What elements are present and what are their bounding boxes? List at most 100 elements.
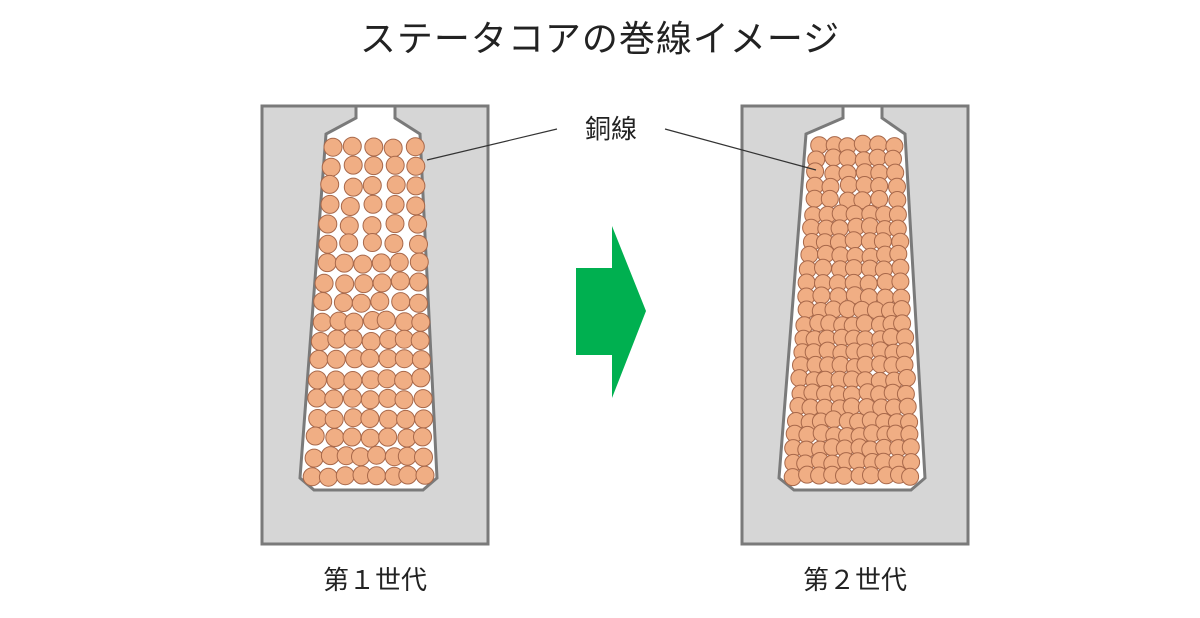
copper-wire [335, 466, 355, 486]
copper-wire [302, 467, 322, 487]
copper-wire [343, 329, 363, 349]
copper-wire [397, 446, 417, 466]
copper-wire [855, 314, 874, 333]
copper-wire [378, 388, 398, 408]
copper-wire [360, 409, 380, 428]
copper-wire [367, 466, 386, 486]
copper-wire [339, 216, 359, 236]
caption-gen1: 第１世代 [323, 566, 427, 596]
copper-wire [371, 253, 391, 273]
copper-wire [838, 149, 857, 168]
copper-wire [308, 409, 328, 428]
copper-wire [362, 233, 382, 252]
copper-wire [396, 409, 416, 429]
copper-wire [364, 137, 384, 157]
wire-label: 銅線 [585, 115, 637, 145]
copper-wire [409, 252, 429, 272]
copper-wire [354, 274, 374, 294]
copper-wire [394, 370, 414, 390]
copper-wire [385, 155, 405, 175]
copper-wire [372, 273, 392, 293]
copper-wire [309, 349, 329, 369]
copper-wire [410, 331, 430, 350]
copper-wire [320, 446, 340, 466]
copper-wire [406, 156, 426, 176]
copper-wire [342, 136, 362, 156]
copper-wire [342, 427, 362, 447]
copper-wire [320, 174, 340, 194]
copper-wire [317, 253, 337, 273]
copper-wire [389, 252, 409, 272]
copper-wire [390, 271, 410, 291]
copper-wire [376, 310, 396, 330]
copper-wire [409, 293, 428, 313]
copper-wire [314, 273, 334, 293]
copper-wire [891, 272, 910, 291]
copper-wire [790, 369, 809, 388]
copper-wire [367, 445, 387, 465]
copper-wire [835, 466, 853, 485]
copper-wire [312, 312, 332, 332]
copper-wire [853, 134, 872, 153]
copper-wire [844, 231, 863, 250]
copper-wire [414, 447, 433, 467]
copper-wire [304, 448, 324, 468]
copper-wire [361, 332, 381, 351]
copper-wire [861, 217, 879, 236]
copper-wire [394, 349, 414, 369]
copper-wire [333, 293, 353, 312]
copper-wire [839, 175, 858, 194]
copper-wire [386, 175, 406, 195]
copper-wire [385, 195, 405, 214]
copper-wire [398, 465, 418, 485]
copper-wire [413, 427, 432, 447]
copper-wire [391, 292, 411, 312]
copper-wire [360, 428, 380, 448]
copper-wire [411, 368, 431, 388]
panel-gen2 [740, 104, 970, 546]
copper-wire [326, 349, 346, 369]
copper-wire [343, 155, 363, 175]
copper-wire [364, 156, 384, 176]
copper-wire [325, 428, 345, 447]
copper-wire [406, 176, 426, 196]
copper-wire [868, 148, 887, 167]
wire-label-leader-gen2 [664, 128, 817, 171]
copper-wire [414, 409, 434, 429]
copper-wire [343, 177, 363, 197]
copper-wire [394, 329, 414, 349]
copper-wire [351, 447, 370, 467]
copper-wire [409, 234, 428, 254]
copper-wire [805, 189, 824, 208]
copper-wire [408, 214, 428, 234]
copper-wire [324, 389, 344, 409]
copper-wire [363, 194, 383, 214]
copper-wire [862, 466, 880, 485]
copper-wire [897, 369, 916, 387]
copper-wire [353, 254, 373, 274]
copper-wire [395, 312, 415, 332]
copper-wire [307, 370, 327, 390]
copper-wire [318, 467, 338, 487]
copper-wire [360, 348, 380, 368]
copper-wire [378, 427, 398, 447]
copper-wire [339, 233, 359, 253]
copper-wire [409, 272, 429, 292]
copper-wire [384, 234, 404, 253]
copper-wire [326, 370, 346, 390]
copper-wire [820, 189, 839, 208]
copper-wire [812, 286, 831, 305]
copper-wire [327, 329, 347, 349]
copper-wire [377, 369, 397, 389]
copper-wire [323, 137, 343, 157]
copper-wire [394, 390, 414, 410]
wire-label-leader-gen1 [426, 128, 558, 161]
copper-wire [901, 467, 920, 486]
copper-wire [344, 312, 364, 332]
copper-wire [415, 465, 435, 485]
copper-wire [383, 138, 403, 158]
copper-wire [343, 408, 363, 428]
copper-wire [318, 234, 338, 254]
